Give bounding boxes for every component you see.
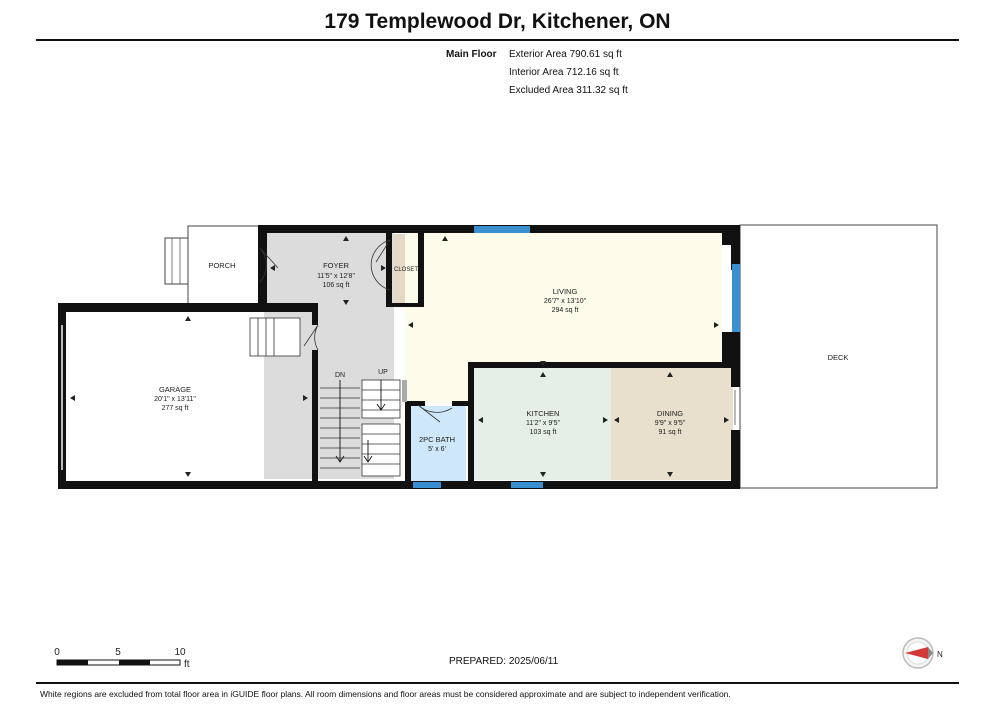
garage-area: 277 sq ft [162,405,189,412]
scale-unit: ft [184,659,190,670]
excluded-area: Excluded Area 311.32 sq ft [509,85,628,96]
kitchen-dims: 11'2" x 9'5" [526,420,560,427]
bath-dims: 5' x 6' [428,446,446,453]
foyer-label: FOYER [323,261,349,270]
garage-label: GARAGE [159,385,191,394]
kitchen-label: KITCHEN [527,409,560,418]
foyer-area: 106 sq ft [323,282,350,289]
bath-fill [408,406,466,481]
interior-area: Interior Area 712.16 sq ft [509,67,619,78]
stairs-down-label: DN [335,372,345,379]
compass-icon: N [902,637,943,669]
dimension-markers [70,236,729,477]
porch-label: PORCH [208,261,235,270]
exterior-area: Exterior Area 790.61 sq ft [509,49,622,60]
kitchen-area: 103 sq ft [530,429,557,436]
scale-label-10: 10 [174,647,186,658]
scale-label-0: 0 [54,647,60,658]
garage-dims: 20'1" x 13'11" [154,396,196,403]
dining-dims: 9'9" x 9'5" [655,420,686,427]
prepared-date: PREPARED: 2025/06/11 [449,656,559,667]
header-divider [36,39,959,41]
dining-area: 91 sq ft [659,429,682,436]
footer-disclaimer: White regions are excluded from total fl… [40,689,731,699]
footer-divider [36,682,959,684]
living-area: 294 sq ft [552,307,579,314]
doors [259,239,453,423]
living-fill [405,231,722,403]
scale-bar: 0 5 10 ft [54,647,190,670]
foyer-dims: 11'5" x 12'8" [317,273,355,280]
compass-north-label: N [937,650,943,659]
deck-label: DECK [828,353,849,362]
closet-label: CLOSET [394,267,418,273]
bath-label: 2PC BATH [419,435,455,444]
porch-step [164,237,189,285]
living-label: LIVING [553,287,578,296]
kitchen-fill [474,367,611,480]
windows [413,226,740,488]
page-title: 179 Templewood Dr, Kitchener, ON [324,10,671,33]
dining-label: DINING [657,409,683,418]
stairs [249,317,401,477]
stairs-up-label: UP [378,369,388,376]
scale-label-5: 5 [115,647,121,658]
floor-label: Main Floor [446,49,497,60]
living-dims: 26'7" x 13'10" [544,298,587,305]
stair-arrows [335,380,386,463]
dining-fill [611,367,733,480]
